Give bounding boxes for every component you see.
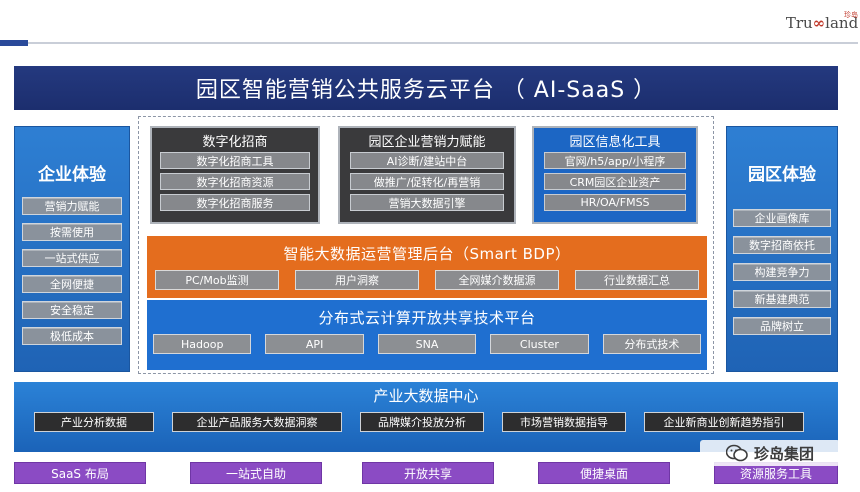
right-panel-item[interactable]: 品牌树立 [733,317,831,335]
left-panel-item[interactable]: 一站式供应 [22,249,122,267]
cloud-item[interactable]: SNA [377,334,477,354]
card-item[interactable]: CRM园区企业资产 [544,173,686,190]
left-panel-enterprise: 企业体验 营销力赋能 按需使用 一站式供应 全网便捷 安全稳定 极低成本 [14,126,130,372]
smart-bdp-title: 智能大数据运营管理后台（Smart BDP） [283,244,571,263]
header-divider [28,42,858,44]
card-item[interactable]: 数字化招商资源 [160,173,310,190]
bottom-tag[interactable]: 开放共享 [362,462,494,484]
left-panel-item[interactable]: 营销力赋能 [22,197,122,215]
bdp-item[interactable]: PC/Mob监测 [155,270,279,290]
bigdata-item[interactable]: 市场营销数据指导 [502,412,626,432]
cloud-platform-layer: 分布式云计算开放共享技术平台 Hadoop API SNA Cluster 分布… [147,300,707,370]
right-panel-park: 园区体验 企业画像库 数字招商依托 构建竞争力 新基建典范 品牌树立 [726,126,838,372]
card-item[interactable]: 营销大数据引擎 [350,194,504,211]
right-panel-item[interactable]: 数字招商依托 [733,236,831,254]
bigdata-item[interactable]: 产业分析数据 [34,412,154,432]
bigdata-item[interactable]: 企业产品服务大数据洞察 [172,412,342,432]
cloud-item[interactable]: Hadoop [153,334,252,354]
bdp-item[interactable]: 全网媒介数据源 [435,270,559,290]
right-panel-item[interactable]: 新基建典范 [733,290,831,308]
right-panel-item[interactable]: 构建竞争力 [733,263,831,281]
left-panel-item[interactable]: 极低成本 [22,327,122,345]
bigdata-item[interactable]: 企业新商业创新趋势指引 [644,412,804,432]
bottom-tag[interactable]: 便捷桌面 [538,462,670,484]
page-title: 园区智能营销公共服务云平台 （ AI-SaaS ） [14,66,838,110]
card-title: 数字化招商 [202,134,268,150]
cloud-item[interactable]: Cluster [490,334,589,354]
card-item[interactable]: 官网/h5/app/小程序 [544,152,686,169]
card-item[interactable]: HR/OA/FMSS [544,194,686,211]
cloud-platform-title: 分布式云计算开放共享技术平台 [318,308,536,327]
card-title: 园区企业营销力赋能 [368,134,486,150]
right-panel-item[interactable]: 企业画像库 [733,209,831,227]
bdp-item[interactable]: 用户洞察 [295,270,419,290]
card-digital-investment: 数字化招商 数字化招商工具 数字化招商资源 数字化招商服务 [150,126,320,224]
bigdata-title: 产业大数据中心 [373,386,479,405]
company-logo: Tru∞land 珍岛 [785,11,859,32]
wechat-watermark: 珍岛集团 [700,440,840,466]
card-title: 园区信息化工具 [569,134,661,150]
card-it-tools: 园区信息化工具 官网/h5/app/小程序 CRM园区企业资产 HR/OA/FM… [532,126,698,224]
card-marketing-empower: 园区企业营销力赋能 AI诊断/建站中台 做推广/促转化/再营销 营销大数据引擎 [338,126,516,224]
card-item[interactable]: AI诊断/建站中台 [350,152,504,169]
cloud-item[interactable]: 分布式技术 [602,334,702,354]
logo-mark-icon: ∞ [812,14,826,32]
bottom-tag[interactable]: 资源服务工具 [714,462,838,484]
left-panel-item[interactable]: 安全稳定 [22,301,122,319]
card-item[interactable]: 数字化招商工具 [160,152,310,169]
bdp-item[interactable]: 行业数据汇总 [575,270,699,290]
bigdata-item[interactable]: 品牌媒介投放分析 [360,412,484,432]
left-panel-heading: 企业体验 [38,164,106,185]
left-panel-item[interactable]: 全网便捷 [22,275,122,293]
bottom-tag[interactable]: 一站式自助 [190,462,322,484]
core-platform-frame [138,116,714,374]
right-panel-heading: 园区体验 [748,164,816,185]
wechat-icon [725,444,748,462]
header-accent-bar [0,40,28,46]
card-item[interactable]: 做推广/促转化/再营销 [350,173,504,190]
smart-bdp-layer: 智能大数据运营管理后台（Smart BDP） PC/Mob监测 用户洞察 全网媒… [147,236,707,298]
cloud-item[interactable]: API [265,334,364,354]
left-panel-item[interactable]: 按需使用 [22,223,122,241]
bottom-tag[interactable]: SaaS 布局 [14,462,146,484]
card-item[interactable]: 数字化招商服务 [160,194,310,211]
